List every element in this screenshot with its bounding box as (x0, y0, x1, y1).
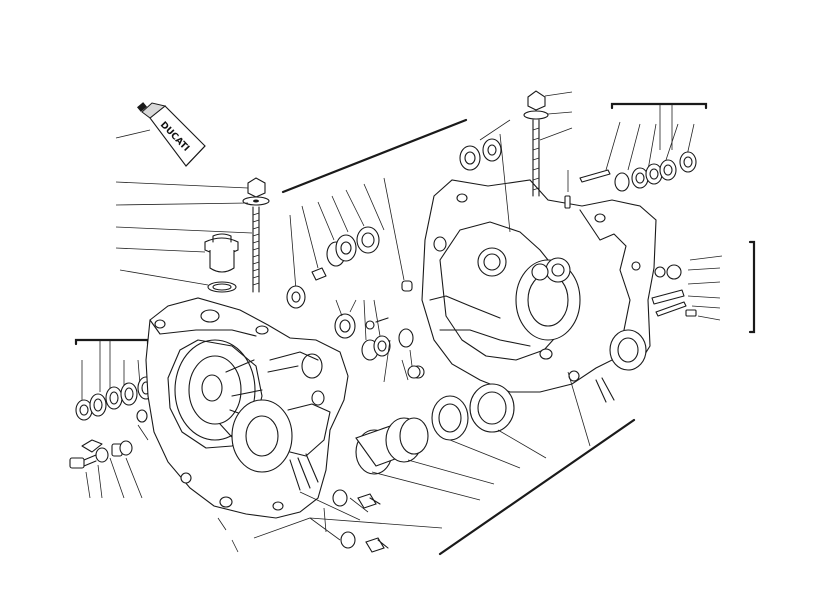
left-stud-group (242, 177, 270, 293)
left-crankcase-half (145, 297, 349, 519)
middle-bearings-upper (281, 118, 468, 309)
breather-cap (204, 233, 239, 293)
right-crankcase-half (421, 179, 657, 403)
left-small-hardware (69, 424, 149, 499)
right-side-hardware (651, 240, 756, 334)
lower-bearing-group (355, 371, 636, 556)
middle-bearings-lower (334, 299, 425, 383)
leader-lines-left (115, 129, 253, 286)
right-top-bracket (579, 102, 708, 192)
sealant-tube: DUCATI (137, 102, 206, 167)
left-bearing-stack (75, 376, 155, 423)
bottom-fittings (217, 489, 443, 553)
center-oring (407, 365, 421, 379)
right-top-bearings (459, 119, 511, 233)
right-stud-group (523, 90, 573, 209)
